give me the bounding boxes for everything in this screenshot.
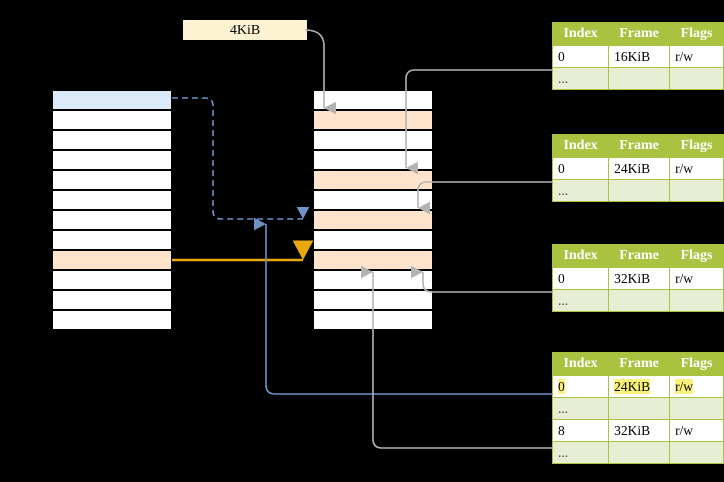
column-header-frame: Frame [608, 134, 671, 158]
physical-frame-cell-0[interactable] [313, 90, 433, 110]
cell-frame[interactable]: 24KiB [608, 157, 671, 180]
cell-index[interactable]: 0 [551, 375, 610, 398]
page-size-label: 4KiB [183, 20, 307, 40]
cell-frame[interactable] [608, 397, 671, 420]
cell-index[interactable]: ... [551, 441, 610, 464]
virtual-page-cell-8[interactable] [52, 250, 172, 270]
cell-index[interactable]: 0 [551, 267, 610, 290]
virtual-page-cell-9[interactable] [52, 270, 172, 290]
cell-flags[interactable] [669, 441, 724, 464]
column-header-flags: Flags [669, 22, 724, 46]
cell-frame[interactable]: 32KiB [608, 419, 671, 442]
cell-frame[interactable]: 32KiB [608, 267, 671, 290]
connector-table2-to-frame [417, 181, 552, 215]
cell-index[interactable]: 0 [551, 45, 610, 68]
cell-index[interactable]: 0 [551, 157, 610, 180]
table-row[interactable]: ... [551, 441, 724, 464]
virtual-page-cell-5[interactable] [52, 190, 172, 210]
highlighted-value: r/w [675, 378, 694, 394]
column-header-flags: Flags [669, 352, 724, 376]
connector-table3-to-frame [411, 265, 552, 293]
column-header-index: Index [551, 22, 610, 46]
physical-memory-column [313, 90, 433, 330]
cell-flags[interactable] [669, 289, 724, 312]
cell-flags[interactable]: r/w [669, 375, 724, 398]
table-row[interactable]: ... [551, 397, 724, 420]
highlighted-value: 0 [558, 378, 565, 394]
virtual-page-cell-1[interactable] [52, 110, 172, 130]
cell-frame[interactable] [608, 289, 671, 312]
cell-frame[interactable] [608, 179, 671, 202]
cell-flags[interactable] [669, 179, 724, 202]
column-header-flags: Flags [669, 244, 724, 268]
physical-frame-cell-10[interactable] [313, 290, 433, 310]
cell-frame[interactable] [608, 441, 671, 464]
column-header-index: Index [551, 352, 610, 376]
highlighted-value: 24KiB [614, 378, 651, 394]
virtual-page-cell-10[interactable] [52, 290, 172, 310]
virtual-page-cell-2[interactable] [52, 130, 172, 150]
physical-frame-cell-8[interactable] [313, 250, 433, 270]
physical-frame-cell-1[interactable] [313, 110, 433, 130]
physical-frame-cell-4[interactable] [313, 170, 433, 190]
column-header-index: Index [551, 134, 610, 158]
column-header-frame: Frame [608, 244, 671, 268]
cell-frame[interactable]: 16KiB [608, 45, 671, 68]
cell-flags[interactable] [669, 67, 724, 90]
column-header-frame: Frame [608, 22, 671, 46]
physical-frame-cell-11[interactable] [313, 310, 433, 330]
virtual-page-cell-0[interactable] [52, 90, 172, 110]
cell-flags[interactable]: r/w [669, 267, 724, 290]
table-row[interactable]: ... [551, 179, 724, 202]
virtual-page-cell-11[interactable] [52, 310, 172, 330]
cell-index[interactable]: ... [551, 397, 610, 420]
physical-frame-cell-6[interactable] [313, 210, 433, 230]
column-header-index: Index [551, 244, 610, 268]
physical-frame-cell-9[interactable] [313, 270, 433, 290]
column-header-frame: Frame [608, 352, 671, 376]
virtual-address-space-column [52, 90, 172, 330]
virtual-page-cell-4[interactable] [52, 170, 172, 190]
virtual-page-cell-6[interactable] [52, 210, 172, 230]
virtual-page-cell-3[interactable] [52, 150, 172, 170]
cell-flags[interactable]: r/w [669, 45, 724, 68]
cell-index[interactable]: ... [551, 67, 610, 90]
cell-index[interactable]: ... [551, 179, 610, 202]
connector-blue-dashed [172, 97, 310, 220]
cell-flags[interactable]: r/w [669, 157, 724, 180]
column-header-flags: Flags [669, 134, 724, 158]
cell-index[interactable]: ... [551, 289, 610, 312]
physical-frame-cell-5[interactable] [313, 190, 433, 210]
physical-frame-cell-7[interactable] [313, 230, 433, 250]
physical-frame-cell-2[interactable] [313, 130, 433, 150]
cell-flags[interactable]: r/w [669, 419, 724, 442]
virtual-page-cell-7[interactable] [52, 230, 172, 250]
physical-frame-cell-3[interactable] [313, 150, 433, 170]
cell-index[interactable]: 8 [551, 419, 610, 442]
table-row[interactable]: ... [551, 67, 724, 90]
table-row[interactable]: ... [551, 289, 724, 312]
cell-frame[interactable]: 24KiB [608, 375, 671, 398]
table-row[interactable]: 0 24KiB r/w [551, 375, 724, 398]
cell-frame[interactable] [608, 67, 671, 90]
cell-flags[interactable] [669, 397, 724, 420]
